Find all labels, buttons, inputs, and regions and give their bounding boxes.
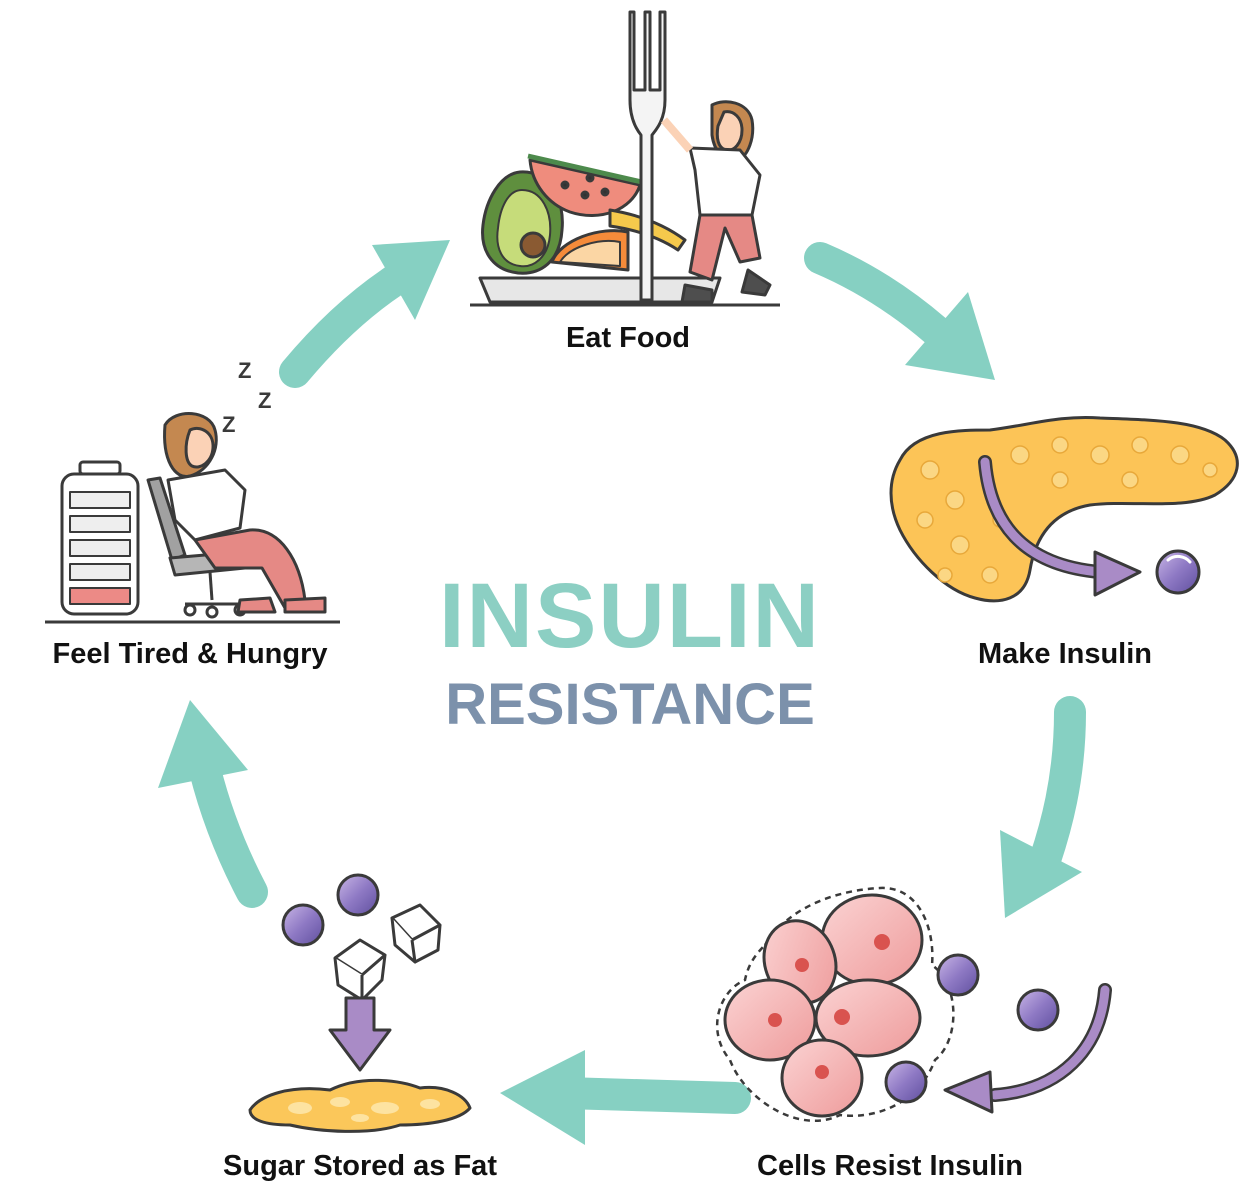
step-label-make-insulin: Make Insulin [977,638,1153,670]
fat-storage-icon [248,873,472,1133]
svg-text:Z: Z [258,388,271,413]
step-label-feel-tired: Feel Tired & Hungry [52,638,328,670]
cycle-arrow-4 [158,700,268,908]
step-label-sugar-stored: Sugar Stored as Fat [223,1150,497,1182]
cells-icon [715,886,1112,1122]
cycle-arrow-1 [804,242,995,380]
svg-text:Z: Z [222,412,235,437]
title-insulin: INSULIN [439,565,821,667]
tired-person-icon: Z Z Z [45,358,340,624]
cycle-arrow-5 [279,240,450,388]
svg-text:Z: Z [238,358,251,383]
plate-of-food-icon [470,10,780,307]
cycle-arrow-2 [1000,696,1086,918]
step-label-cells-resist: Cells Resist Insulin [757,1150,1023,1182]
step-label-eat-food: Eat Food [565,322,691,354]
title-resistance: RESISTANCE [445,672,815,737]
pancreas-icon [889,415,1239,603]
cycle-arrow-3 [500,1050,751,1145]
